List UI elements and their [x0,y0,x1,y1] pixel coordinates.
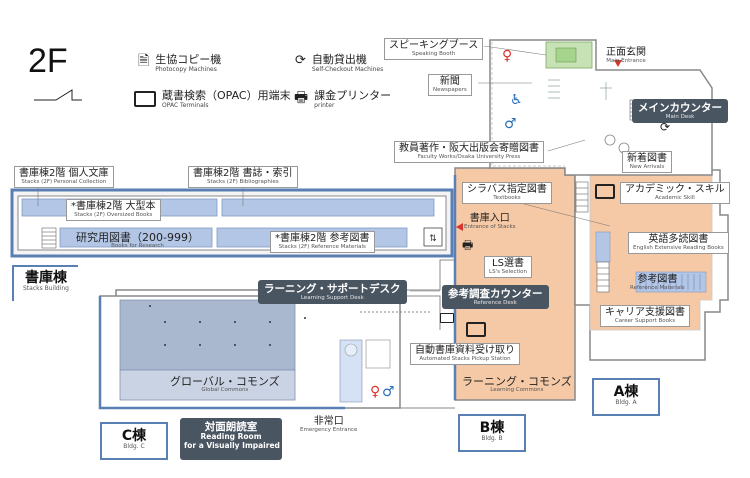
stacks-entrance-marker [456,223,463,231]
main-entrance-marker [614,60,622,67]
monitor-icon [440,313,454,323]
accessible-restroom-icon: ♿ [510,92,523,108]
monitor-icon [134,91,156,107]
womens-restroom-icon: ♀ [502,48,513,64]
elevator-icon: ⇅ [423,227,443,247]
extensive-reading-label: 英語多読図書 English Extensive Reading Books [628,232,729,255]
self-checkout-icon: ⟳ [660,120,671,134]
newspapers-label: 新聞 Newspapers [428,74,472,97]
printer-icon: 🖶 [294,88,309,106]
monitor-icon [466,322,486,337]
main-desk-label: メインカウンター Main Desk [632,99,728,124]
photocopy-icon: 🗎 [138,53,150,69]
oversized-books-label: *書庫棟2階 大型本 Stacks (2F) Oversized Books [66,199,161,222]
stacks-pickup-label: 自動書庫資料受け取り Automated Stacks Pickup Stati… [410,343,520,366]
stacks-entrance-label: 書庫入口 Entrance of Stacks [464,213,516,230]
floor-label: 2F [28,42,68,80]
leader-lines [37,45,611,292]
mens-restroom-icon: ♂ [382,384,395,400]
mens-restroom-icon: ♂ [504,116,517,132]
stacks-building-tag: 書庫棟 Stacks Building [12,265,78,301]
learning-commons-label: ラーニング・コモンズ Learning Commons [462,375,572,393]
ls-selection-label: LS選書 LS's Selection [484,256,533,279]
c-building-tag: C棟 Bldg. C [100,422,168,460]
emergency-entrance-label: 非常口 Emergency Entrance [300,416,358,433]
learning-support-desk-label: ラーニング・サポートデスク Learning Support Desk [258,280,407,305]
stacks-reference-label: *書庫棟2階 参考図書 Stacks (2F) Reference Materi… [270,231,375,254]
global-commons-label: グローバル・コモンズ Global Commons [170,375,280,393]
reference-materials-label: 参考図書 Reference Materials [630,274,685,291]
reference-desk-label: 参考調査カウンター Reference Desk [442,285,549,310]
self-checkout-icon: ⟳ [295,53,306,68]
svg-text:⇅: ⇅ [429,234,437,244]
reading-room-label: 対面朗読室 Reading Room for a Visually Impair… [180,418,282,460]
bibliographies-label: 書庫棟2階 書誌・索引 Stacks (2F) Bibliographies [188,166,298,189]
academic-skill-label: アカデミック・スキル Academic Skill [620,182,730,205]
c-building-outline [98,289,401,410]
printer-icon: 🖶 [462,238,474,252]
faculty-works-label: 教員著作・阪大出版会寄贈図書 Faculty Works/Osaka Unive… [394,141,544,164]
research-books-label: 研究用図書（200-999） Books for Research [76,231,199,249]
career-support-label: キャリア支援図書 Career Support Books [600,305,690,328]
textbooks-label: シラバス指定図書 Textbooks [462,182,552,205]
womens-restroom-icon: ♀ [370,384,381,400]
speaking-booth-label: スピーキングブース Speaking Booth [384,38,484,61]
main-entrance-label: 正面玄関 Main Entrance [606,47,646,64]
b-building-tag: B棟 Bldg. B [458,414,526,452]
monitor-icon [595,184,615,199]
personal-collection-label: 書庫棟2階 個人文庫 Stacks (2F) Personal Collecti… [14,166,114,189]
new-arrivals-label: 新着図書 New Arrivals [622,151,672,174]
a-building-tag: A棟 Bldg. A [592,378,660,416]
floor-level-indicator [34,89,82,101]
